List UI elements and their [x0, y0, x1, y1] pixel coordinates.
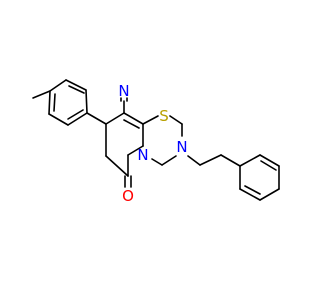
structure-canvas: N S N N O: [0, 0, 300, 300]
bond-thia-5: [151, 158, 163, 166]
bond-tolyl-4: [67, 112, 88, 126]
nitrogen-ring-b-label: N: [176, 138, 187, 156]
bond-tolyl-4-inner: [67, 109, 84, 120]
bond-thia-1: [142, 115, 159, 125]
bond-ring-4: [127, 145, 144, 156]
bond-phenyl-5: [239, 188, 261, 201]
bond-phenyl-1: [239, 154, 261, 167]
bond-phenyl-2: [259, 154, 280, 167]
bond-ring-6: [105, 155, 129, 177]
bond-aryl-link: [86, 112, 107, 125]
bond-tolyl-6: [48, 90, 51, 115]
bond-ring-2-inner: [123, 119, 140, 129]
bonds: [32, 79, 280, 201]
bond-methyl: [32, 90, 51, 99]
sulfur-label: S: [159, 107, 169, 125]
bond-phenyl-4: [259, 188, 280, 201]
nitrogen-ring-a-label: N: [137, 146, 148, 164]
oxygen-label: O: [122, 187, 134, 205]
bond-phenyl-5-inner: [244, 185, 261, 195]
bond-chain-1: [187, 155, 201, 166]
bond-ring-2: [123, 112, 144, 125]
bond-ring-1: [105, 112, 125, 125]
bond-thia-4: [161, 155, 177, 166]
bond-tolyl-6-inner: [53, 93, 56, 112]
bond-phenyl-2-inner: [260, 160, 277, 171]
bond-tolyl-2: [65, 79, 87, 91]
bond-tolyl-1: [49, 79, 67, 92]
bond-chain-3: [220, 154, 241, 167]
atom-labels: N S N N O: [118, 82, 187, 205]
bond-chain-2: [199, 154, 222, 166]
bond-tolyl-2-inner: [68, 85, 85, 94]
nitrogen-nitrile-label: N: [118, 82, 129, 100]
molecule-structure: N S N N O: [0, 0, 300, 300]
background: [0, 0, 300, 300]
bond-tolyl-3: [85, 89, 88, 114]
bond-tolyl-5: [48, 113, 69, 126]
bond-thia-2: [169, 115, 183, 125]
